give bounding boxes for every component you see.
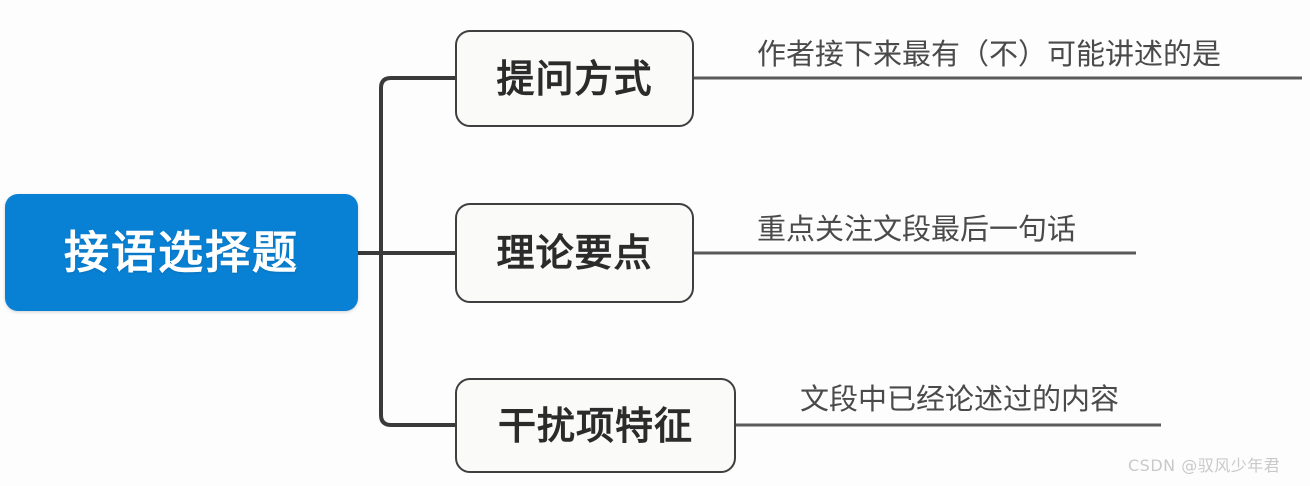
branch-node-2-label: 理论要点: [496, 231, 653, 275]
branch-node-1-label: 提问方式: [496, 56, 653, 101]
root-node-label: 接语选择题: [63, 226, 299, 279]
branch-node-2[interactable]: 理论要点: [455, 203, 694, 303]
connector-branch-3: [379, 414, 455, 427]
leaf-text-2: 重点关注文段最后一句话: [757, 212, 1077, 246]
root-node[interactable]: 接语选择题: [5, 194, 358, 311]
branch-node-3-label: 干扰项特征: [497, 403, 693, 448]
connector-branch-1: [379, 76, 455, 89]
watermark: CSDN @驭风少年君: [1128, 456, 1281, 475]
branch-node-1[interactable]: 提问方式: [455, 30, 694, 127]
leaf-text-1: 作者接下来最有（不）可能讲述的是: [757, 37, 1222, 71]
branch-node-3[interactable]: 干扰项特征: [455, 378, 736, 473]
leaf-text-3: 文段中已经论述过的内容: [800, 382, 1120, 416]
